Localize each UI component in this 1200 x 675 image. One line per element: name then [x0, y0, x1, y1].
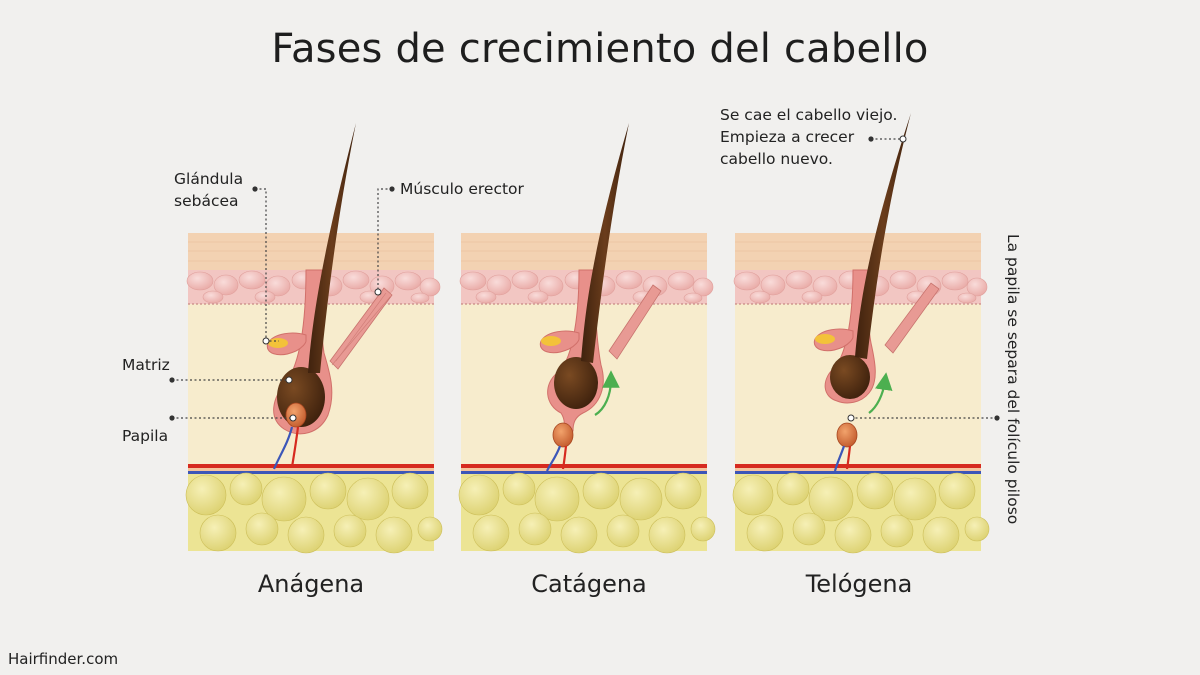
- papilla-separation-label: La papila se separa del folículo piloso: [1004, 234, 1022, 525]
- papilla-label: Papila: [122, 427, 169, 445]
- gland-label: Glándula sebácea: [174, 168, 243, 212]
- credit-text: Hairfinder.com: [8, 650, 119, 668]
- leader-dots: [169, 135, 1000, 422]
- gland-label-line2: sebácea: [174, 192, 239, 210]
- catagen-up-arrow-icon: [594, 370, 620, 416]
- matrix-label: Matriz: [122, 356, 170, 374]
- anagen-panel: [185, 123, 443, 554]
- gland-label-line1: Glándula: [174, 170, 244, 188]
- leader-lines: [172, 138, 997, 419]
- telogen-note-line1: Se cae el cabello viejo.: [720, 106, 898, 124]
- telogen-note: Se cae el cabello viejo. Empieza a crece…: [720, 104, 897, 170]
- phase-anagen: Anágena: [257, 570, 365, 598]
- muscle-label: Músculo erector: [400, 180, 524, 198]
- phase-catagen: Catágena: [531, 570, 647, 598]
- phase-telogen: Telógena: [805, 570, 913, 598]
- page-title: Fases de crecimiento del cabello: [271, 26, 929, 72]
- telogen-note-line3: cabello nuevo.: [720, 150, 833, 168]
- catagen-panel: [458, 123, 716, 554]
- telogen-note-line2: Empieza a crecer: [720, 128, 855, 146]
- telogen-panel: [732, 113, 990, 554]
- telogen-up-arrow-icon: [868, 372, 893, 414]
